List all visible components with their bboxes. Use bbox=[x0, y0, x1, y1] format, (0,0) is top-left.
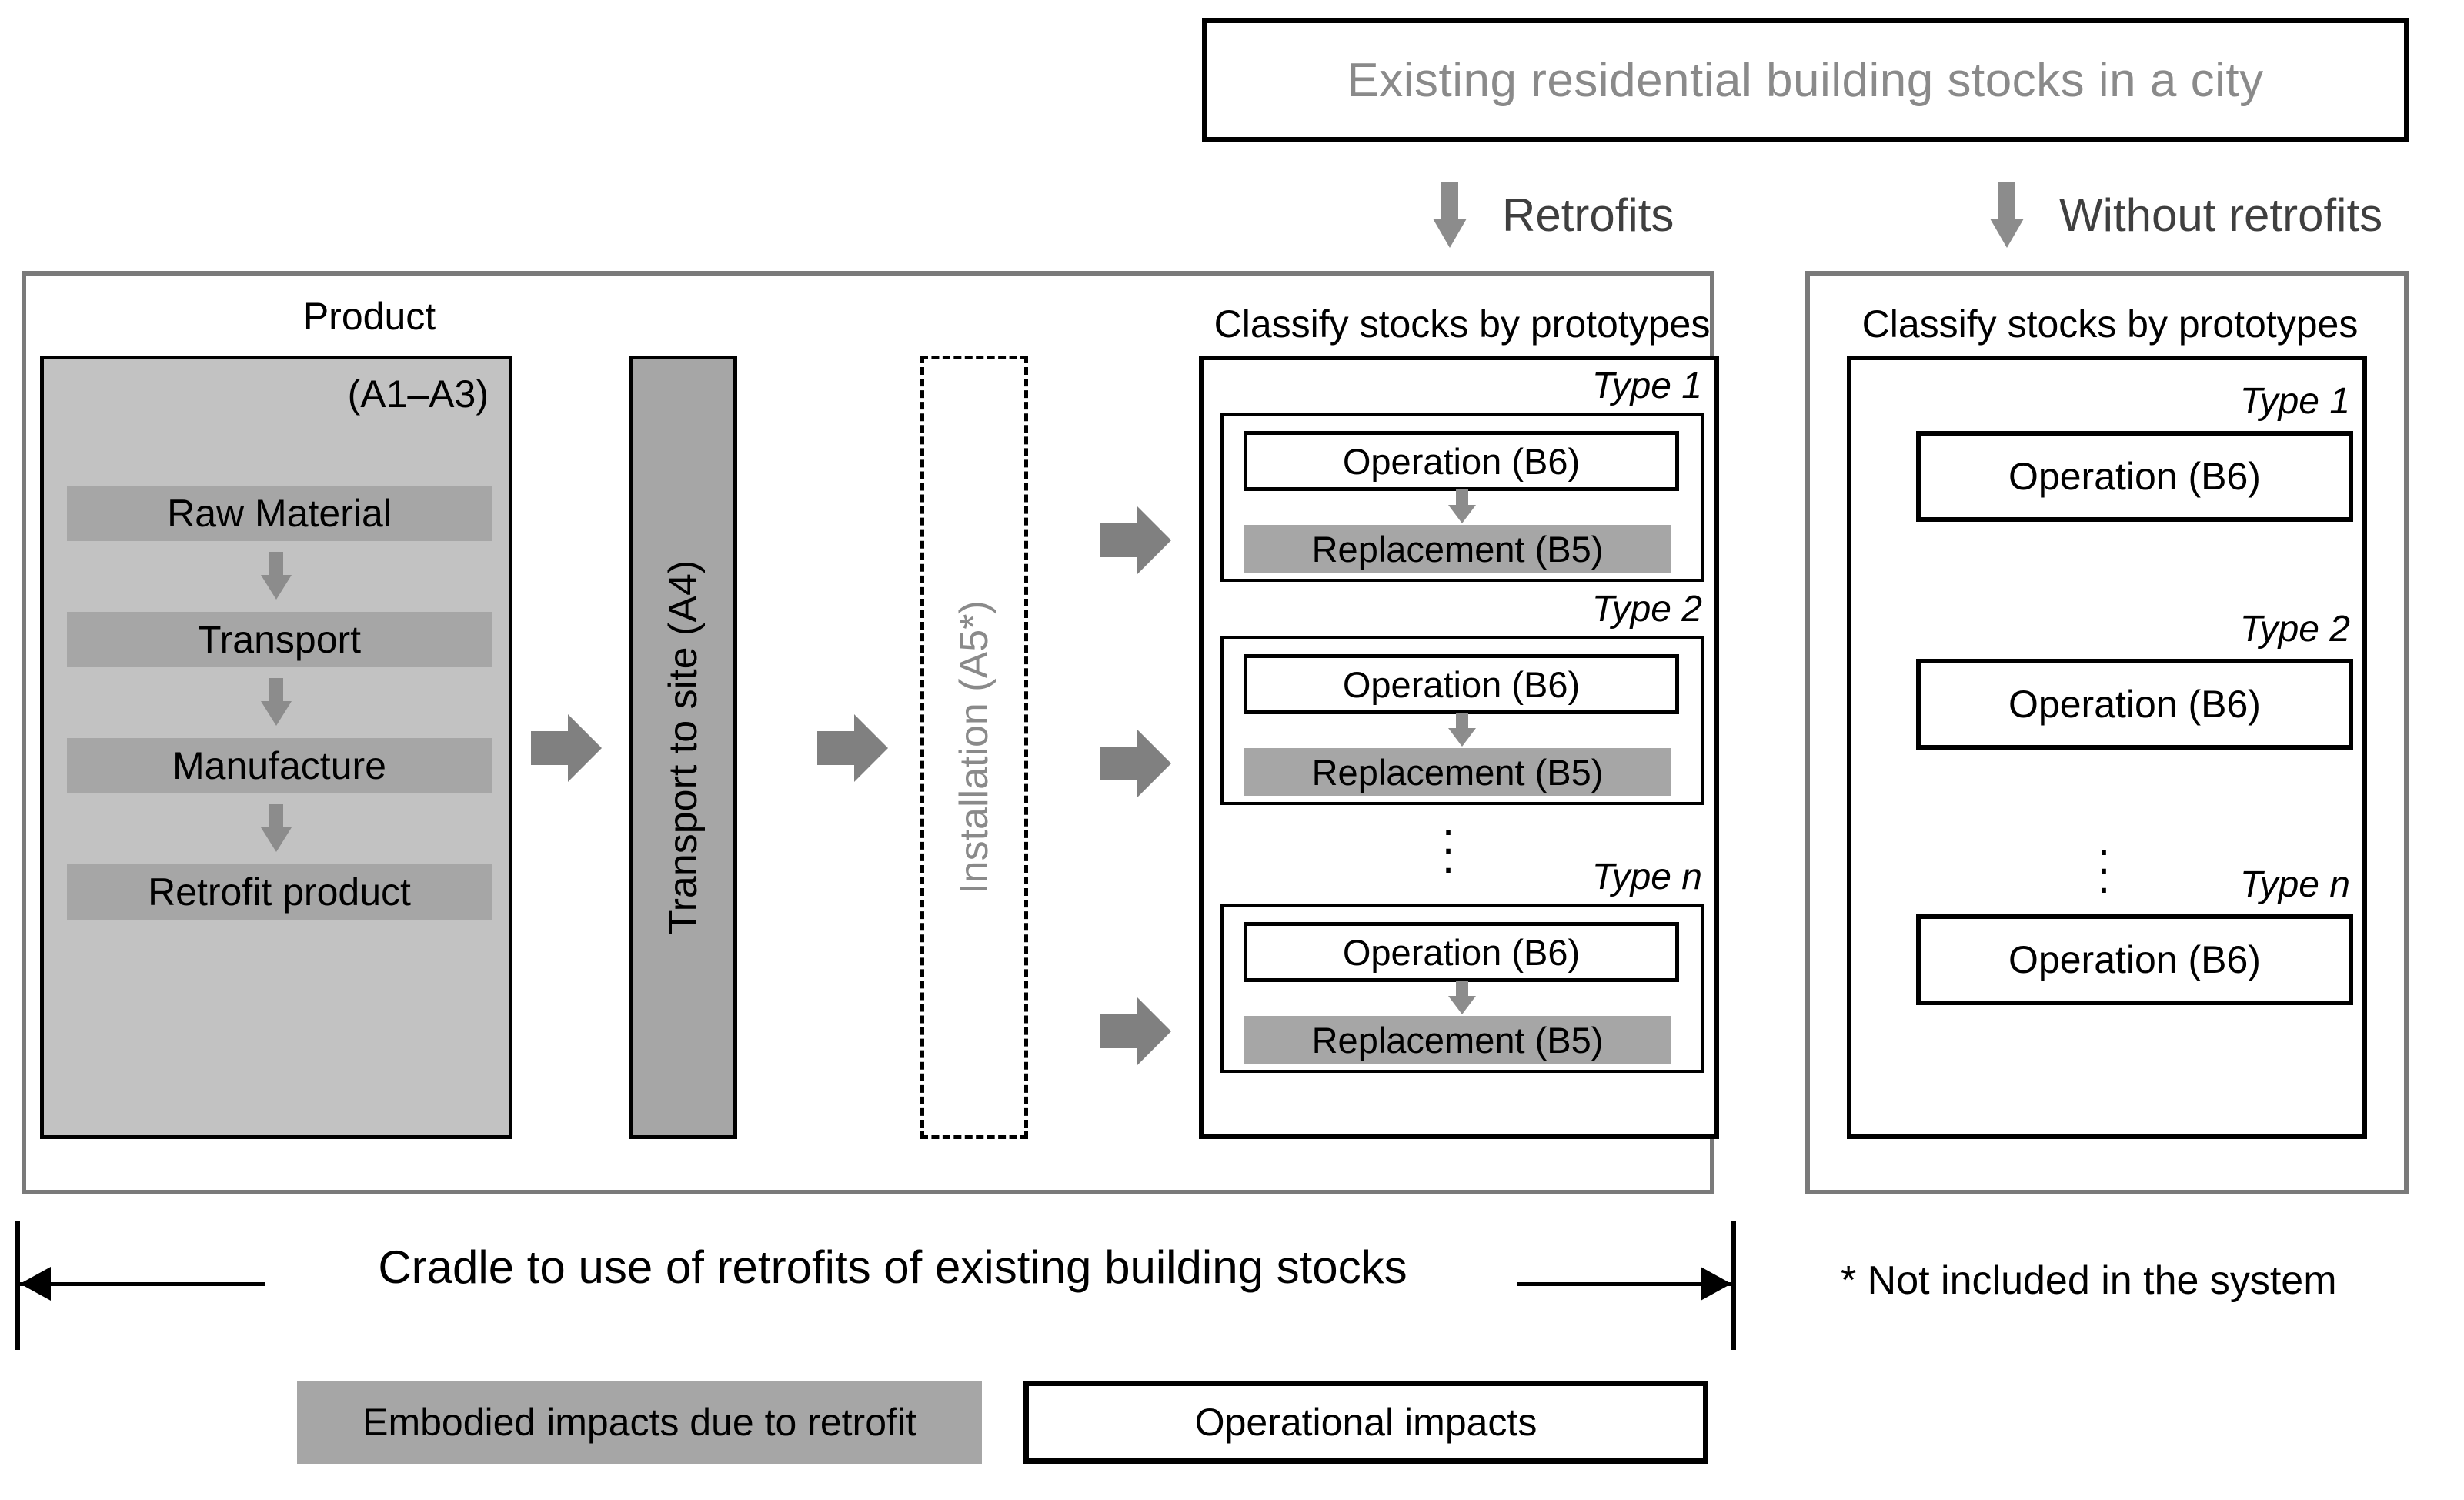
branch-retrofits: Retrofits bbox=[1433, 182, 1674, 248]
span-cap-right bbox=[1731, 1221, 1736, 1350]
cradle-to-use-label: Cradle to use of retrofits of existing b… bbox=[378, 1241, 1407, 1293]
down-arrow-icon bbox=[1448, 489, 1476, 523]
type-group-2: Operation (B6) Replacement (B5) bbox=[1220, 636, 1704, 805]
right-arrow-icon bbox=[1100, 997, 1171, 1065]
stage-raw-material: Raw Material bbox=[67, 486, 492, 541]
down-arrow-icon bbox=[1433, 182, 1467, 248]
legend-operational-impacts: Operational impacts bbox=[1023, 1381, 1708, 1464]
legend-embodied-impacts: Embodied impacts due to retrofit bbox=[297, 1381, 982, 1464]
footnote-not-included: * Not included in the system bbox=[1841, 1258, 2337, 1303]
operation-box: Operation (B6) bbox=[1244, 922, 1679, 982]
vertical-ellipsis-icon: ... bbox=[1442, 795, 1455, 883]
right-arrow-icon bbox=[1100, 506, 1171, 574]
installation-label: Installation (A5*) bbox=[952, 600, 997, 894]
installation-box: Installation (A5*) bbox=[920, 356, 1028, 1139]
classify-title-left: Classify stocks by prototypes bbox=[1214, 302, 1711, 346]
type-group-1: Operation (B6) Replacement (B5) bbox=[1220, 413, 1704, 582]
cradle-to-use-span: Cradle to use of retrofits of existing b… bbox=[15, 1216, 1739, 1355]
down-arrow-icon bbox=[1990, 182, 2024, 248]
span-cap-left bbox=[15, 1221, 20, 1350]
span-line-right bbox=[1517, 1282, 1731, 1286]
branch-retrofits-label: Retrofits bbox=[1502, 189, 1674, 241]
classify-title-right: Classify stocks by prototypes bbox=[1861, 302, 2359, 346]
classify-box-right: Type 1 Operation (B6) Type 2 Operation (… bbox=[1847, 356, 2367, 1139]
stage-transport: Transport bbox=[67, 612, 492, 667]
transport-to-site-box: Transport to site (A4) bbox=[629, 356, 737, 1139]
down-arrow-icon bbox=[1448, 981, 1476, 1014]
type-label-1: Type 1 bbox=[1591, 366, 1702, 406]
right-arrow-icon bbox=[531, 714, 602, 782]
product-stage-box: (A1–A3) Raw Material Transport Manufactu… bbox=[40, 356, 512, 1139]
stage-retrofit-product: Retrofit product bbox=[67, 864, 492, 920]
existing-stocks-header: Existing residential building stocks in … bbox=[1202, 18, 2409, 142]
operation-box: Operation (B6) bbox=[1244, 654, 1679, 714]
operation-box: Operation (B6) bbox=[1916, 659, 2353, 750]
replacement-box: Replacement (B5) bbox=[1244, 525, 1671, 573]
branch-without-retrofits-label: Without retrofits bbox=[2059, 189, 2383, 241]
product-code-label: (A1–A3) bbox=[347, 372, 489, 416]
product-title: Product bbox=[302, 295, 436, 338]
transport-to-site-label: Transport to site (A4) bbox=[661, 560, 706, 935]
span-line-left bbox=[20, 1282, 265, 1286]
down-arrow-icon bbox=[261, 552, 292, 600]
replacement-box: Replacement (B5) bbox=[1244, 748, 1671, 796]
right-arrow-icon bbox=[817, 714, 888, 782]
type-label-n: Type n bbox=[1591, 857, 1702, 897]
type-label-1: Type 1 bbox=[2239, 381, 2350, 422]
right-arrow-icon bbox=[1100, 730, 1171, 797]
branch-without-retrofits: Without retrofits bbox=[1990, 182, 2382, 248]
type-label-2: Type 2 bbox=[1591, 589, 1702, 630]
operation-box: Operation (B6) bbox=[1916, 914, 2353, 1005]
down-arrow-icon bbox=[261, 804, 292, 852]
type-group-n: Operation (B6) Replacement (B5) bbox=[1220, 904, 1704, 1073]
operation-box: Operation (B6) bbox=[1244, 431, 1679, 491]
type-label-2: Type 2 bbox=[2239, 609, 2350, 650]
operation-box: Operation (B6) bbox=[1916, 431, 2353, 522]
classify-box-left: Type 1 Operation (B6) Replacement (B5) T… bbox=[1199, 356, 1719, 1139]
type-label-n: Type n bbox=[2239, 864, 2350, 905]
replacement-box: Replacement (B5) bbox=[1244, 1016, 1671, 1064]
down-arrow-icon bbox=[1448, 713, 1476, 747]
vertical-ellipsis-icon: ... bbox=[2098, 815, 2111, 903]
down-arrow-icon bbox=[261, 678, 292, 726]
existing-stocks-label: Existing residential building stocks in … bbox=[1347, 53, 2264, 107]
stage-manufacture: Manufacture bbox=[67, 738, 492, 793]
